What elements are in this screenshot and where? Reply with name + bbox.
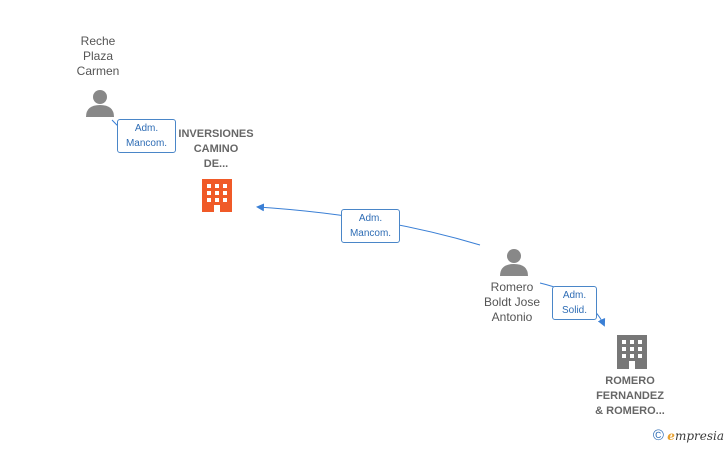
name-line: Reche: [80, 34, 116, 48]
company-label-inversiones[interactable]: INVERSIONES CAMINO DE...: [160, 127, 272, 172]
edge-label-line: Adm.: [134, 123, 159, 134]
edge-label-line: Adm.: [358, 213, 383, 224]
name-line: Plaza: [82, 49, 114, 63]
name-line: Romero: [490, 280, 534, 294]
edge-label-line: Mancom.: [125, 138, 168, 149]
name-line: Antonio: [491, 310, 533, 324]
edge-label[interactable]: Adm. Mancom.: [117, 119, 176, 153]
brand-name: mpresia: [674, 429, 724, 443]
copyright-symbol: ©: [652, 427, 664, 444]
person-label-reche[interactable]: Reche Plaza Carmen: [58, 34, 138, 79]
edge-label[interactable]: Adm. Solid.: [552, 286, 597, 320]
edge-label-line: Solid.: [561, 305, 587, 316]
name-line: Boldt Jose: [483, 295, 541, 309]
edge-label[interactable]: Adm. Mancom.: [341, 209, 400, 243]
brand-logo: © empresia: [653, 427, 724, 444]
person-icon[interactable]: [86, 90, 114, 117]
company-label-romero-fernandez[interactable]: ROMERO FERNANDEZ & ROMERO...: [580, 374, 680, 419]
name-line: FERNANDEZ: [596, 390, 664, 402]
name-line: INVERSIONES: [178, 128, 254, 140]
name-line: CAMINO: [193, 143, 239, 155]
name-line: ROMERO: [605, 375, 655, 387]
name-line: DE...: [203, 158, 229, 170]
brand-e: e: [667, 429, 675, 443]
building-icon[interactable]: [617, 335, 647, 369]
person-label-romero-boldt[interactable]: Romero Boldt Jose Antonio: [470, 280, 554, 325]
building-icon[interactable]: [202, 179, 232, 212]
name-line: Carmen: [76, 64, 120, 78]
name-line: & ROMERO...: [595, 405, 665, 417]
edge-label-line: Mancom.: [349, 228, 392, 239]
person-icon[interactable]: [500, 249, 528, 276]
edge-label-line: Adm.: [562, 290, 587, 301]
